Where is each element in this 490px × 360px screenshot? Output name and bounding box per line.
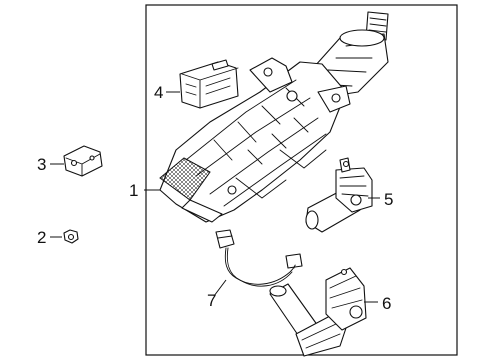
- steering-column-assembly-icon: [159, 11, 389, 223]
- wiring-harness-icon: [215, 229, 303, 287]
- tilt-motor-icon: [305, 157, 373, 233]
- callout-6: 6: [382, 294, 391, 313]
- callout-1: 1: [129, 181, 138, 200]
- assembly-frame: [145, 4, 458, 356]
- callout-4: 4: [154, 83, 163, 102]
- telescope-motor-icon: [269, 267, 367, 357]
- callout-5: 5: [384, 190, 393, 209]
- callout-3: 3: [37, 155, 46, 174]
- callout-7: 7: [207, 291, 216, 310]
- callout-2: 2: [37, 228, 46, 247]
- nut-icon: [63, 229, 79, 244]
- module-bracket-icon: [63, 145, 103, 177]
- leader-line-7: [213, 279, 227, 297]
- control-module-icon: [179, 59, 239, 109]
